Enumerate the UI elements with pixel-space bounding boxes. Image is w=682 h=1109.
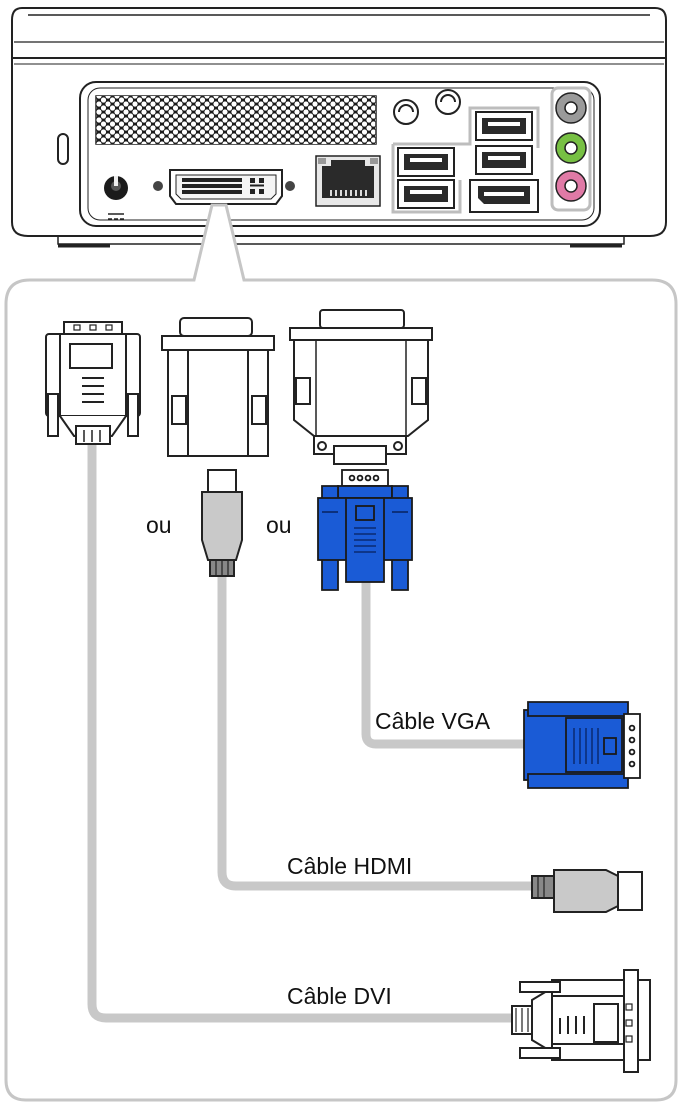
dvi-cable-label: Câble DVI <box>284 985 395 1008</box>
or-label-left: ou <box>146 512 172 538</box>
esata-port <box>469 179 539 213</box>
vga-connector-plug-end <box>523 701 641 789</box>
vga-cable-label: Câble VGA <box>372 710 494 733</box>
or-label-right: ou <box>266 512 292 538</box>
power-jack <box>104 176 128 220</box>
cables <box>87 439 539 1023</box>
dvi-to-vga-adapter <box>289 309 433 465</box>
antenna-post <box>393 89 461 125</box>
audio-jacks <box>550 86 592 212</box>
dvi-connector-plug <box>45 321 141 445</box>
hdmi-cable-label: Câble HDMI <box>284 855 416 878</box>
hdmi-connector-plug <box>201 469 243 577</box>
dvi-to-hdmi-adapter <box>161 317 275 457</box>
dvi-port <box>153 169 295 205</box>
usb-port <box>397 111 533 209</box>
vga-connector-plug <box>317 469 413 591</box>
dvi-connector-plug-end <box>511 969 651 1073</box>
mini-pc-rear-panel <box>11 7 667 248</box>
vent-grille <box>95 95 377 145</box>
ethernet-port <box>315 155 381 207</box>
hdmi-connector-plug-end <box>531 869 643 913</box>
